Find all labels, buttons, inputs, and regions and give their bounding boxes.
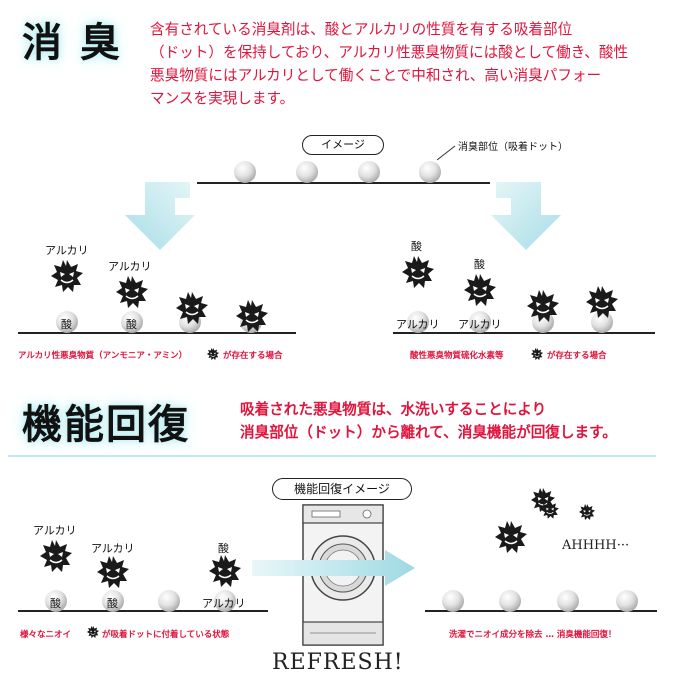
- section1-line-1: 含有されている消臭剤は、酸とアルカリの性質を有する吸着部位: [150, 21, 573, 38]
- right-caption-after: が存在する場合: [547, 351, 607, 361]
- section1-paragraph: 含有されている消臭剤は、酸とアルカリの性質を有する吸着部位 （ドット）を保持して…: [150, 18, 680, 110]
- s2-left-germ-2: [96, 555, 130, 589]
- section2-paragraph: 吸着された悪臭物質は、水洗いすることにより 消臭部位（ドット）から離れて、消臭機…: [240, 398, 680, 444]
- section-divider: [8, 455, 656, 457]
- flying-germ-4: [578, 503, 596, 521]
- right-label-2: 酸: [474, 258, 485, 271]
- left-label-2: アルカリ: [108, 260, 152, 273]
- left-arrow: [125, 182, 195, 250]
- s2-left-dot-label-3: アルカリ: [202, 597, 246, 610]
- s2-right-dot-2: [499, 590, 521, 612]
- s2-left-dot-label-2: 酸: [107, 597, 118, 610]
- s2-left-caption-before: 様々なニオイ: [20, 630, 72, 640]
- right-label-1: 酸: [411, 240, 422, 253]
- s2-left-dot-3: [158, 590, 180, 612]
- s2-left-label-3: 酸: [218, 542, 229, 555]
- right-dot-label-2: アルカリ: [458, 318, 502, 331]
- s2-left-dot-4: [214, 590, 236, 612]
- s2-left-dot-label-1: 酸: [50, 597, 61, 610]
- left-dot-label-2: 酸: [126, 318, 137, 331]
- right-germ-2: [463, 273, 497, 307]
- left-germ-1: [50, 259, 84, 293]
- s2-left-germ-3: [208, 554, 242, 588]
- refresh-text: REFRESH!: [272, 650, 404, 675]
- s2-right-dot-4: [616, 590, 638, 612]
- top-dot-3: [358, 161, 380, 183]
- s2-left-germ-1: [39, 539, 73, 573]
- image-pill: イメージ: [302, 135, 384, 155]
- caption-germ-icon-1: [206, 347, 220, 361]
- section1-line-2: （ドット）を保持しており、アルカリ性悪臭物質には酸として働き、酸性: [150, 44, 629, 61]
- flying-germ-1: [494, 520, 528, 554]
- right-germ-1: [401, 255, 435, 289]
- right-germ-4: [585, 285, 619, 319]
- s2-left-dot-1: [45, 590, 67, 612]
- left-caption-after: が存在する場合: [223, 351, 283, 361]
- left-dot-1: [56, 311, 78, 333]
- caption-germ-icon-3: [86, 625, 100, 639]
- right-germ-3: [526, 289, 560, 323]
- dot-label: 消臭部位（吸着ドット）: [458, 142, 568, 153]
- top-dot-4: [419, 161, 441, 183]
- s2-left-label-2: アルカリ: [91, 542, 135, 555]
- s2-left-label-1: アルカリ: [33, 524, 77, 537]
- section1-line-3: 悪臭物質にはアルカリとして働くことで中和され、高い消臭パフォー: [150, 67, 602, 84]
- right-dot-4: [591, 311, 613, 333]
- recovery-image-pill: 機能回復イメージ: [272, 478, 412, 500]
- right-arrow: [491, 182, 561, 250]
- s2-right-caption: 洗濯でニオイ成分を除去 … 消臭機能回復！: [449, 630, 617, 640]
- ahhhh-text: AHHHH···: [562, 538, 630, 553]
- s2-left-dot-2: [102, 590, 124, 612]
- section2-line-2: 消臭部位（ドット）から離れて、消臭機能が回復します。: [240, 424, 617, 441]
- left-dot-2: [121, 311, 143, 333]
- left-caption-before: アルカリ性悪臭物質（アンモニア・アミン）: [18, 351, 188, 361]
- s2-right-dot-3: [557, 590, 579, 612]
- s2-right-dot-1: [442, 590, 464, 612]
- right-dot-1: [407, 311, 429, 333]
- caption-germ-icon-2: [530, 347, 544, 361]
- left-germ-2: [115, 275, 149, 309]
- left-label-1: アルカリ: [45, 244, 89, 257]
- section2-line-1: 吸着された悪臭物質は、水洗いすることにより: [240, 401, 547, 418]
- refresh-arrow: [252, 550, 415, 586]
- right-caption-before: 酸性悪臭物質硫化水素等: [410, 351, 504, 361]
- section2-heading: 機能回復: [22, 402, 190, 448]
- section1-heading: 消 臭: [22, 20, 122, 66]
- left-dot-label-1: 酸: [61, 318, 72, 331]
- top-dot-1: [234, 161, 256, 183]
- s2-left-caption-after: が吸着ドットに付着している状態: [102, 630, 230, 640]
- section1-line-4: マンスを実現します。: [150, 90, 295, 107]
- dot-label-leader: [436, 145, 456, 161]
- right-dot-2: [469, 311, 491, 333]
- top-dot-2: [296, 161, 318, 183]
- left-germ-4: [235, 299, 269, 333]
- right-dot-label-1: アルカリ: [396, 318, 440, 331]
